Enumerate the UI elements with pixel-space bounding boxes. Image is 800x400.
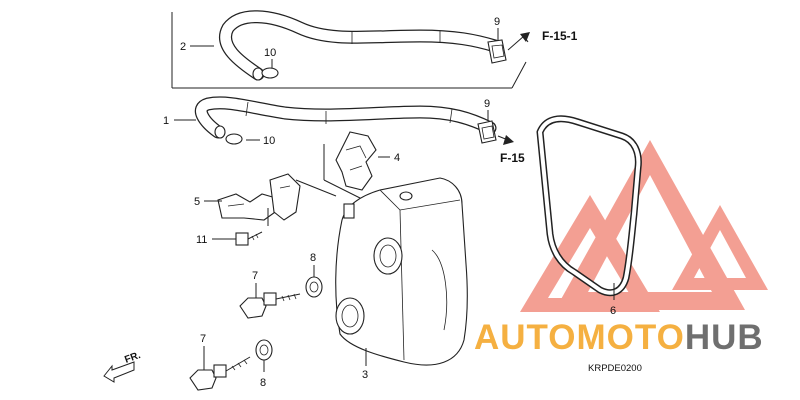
leader-lines — [174, 45, 390, 366]
watermark-brand-part2: HUB — [685, 318, 764, 357]
head-cover-gasket — [536, 115, 642, 300]
watermark-logo-icon — [520, 140, 768, 312]
callout-10-upper: 10 — [264, 47, 276, 59]
cover-bolt-upper — [239, 283, 301, 319]
callout-7-lower: 7 — [200, 333, 206, 345]
callout-6: 6 — [610, 305, 616, 317]
hose-clamp-upper — [487, 28, 507, 64]
reference-label-f15: F-15 — [500, 151, 525, 165]
reference-arrows — [497, 32, 530, 145]
breather-hose-lower — [194, 96, 497, 139]
hose-clip-upper — [261, 59, 279, 79]
callout-5: 5 — [194, 196, 200, 208]
reference-label-f15-1: F-15-1 — [542, 29, 578, 43]
front-direction-label: FR. — [123, 350, 142, 366]
hose-clamp-lower — [477, 110, 497, 144]
drawing-code: KRPDE0200 — [588, 363, 642, 374]
callout-11: 11 — [196, 234, 207, 246]
upper-frame — [171, 12, 527, 89]
callout-9-upper: 9 — [494, 16, 500, 28]
breather-hose-upper — [219, 10, 502, 81]
callout-1: 1 — [163, 115, 169, 127]
callout-9-lower: 9 — [484, 98, 490, 110]
hose-bracket — [323, 131, 377, 205]
watermark-brand-part1: AUTOMOTO — [474, 318, 685, 357]
callout-8-lower: 8 — [260, 377, 266, 389]
sealing-washer-upper — [305, 265, 323, 298]
front-direction-arrow-icon — [103, 361, 135, 383]
watermark-brand: AUTOMOTOHUB — [474, 318, 764, 357]
callout-10-lower: 10 — [263, 135, 275, 147]
callout-2: 2 — [180, 41, 186, 53]
callout-8-upper: 8 — [310, 252, 316, 264]
flange-bolt-small — [235, 231, 263, 246]
cover-bolt-lower — [189, 346, 251, 391]
callout-3: 3 — [362, 369, 368, 381]
callout-4: 4 — [394, 152, 400, 164]
hose-clip-lower — [225, 133, 243, 145]
cable-holder-bracket — [217, 173, 337, 226]
callout-7-upper: 7 — [252, 270, 258, 282]
sealing-washer-lower — [255, 339, 273, 372]
cylinder-head-cover — [335, 177, 468, 366]
